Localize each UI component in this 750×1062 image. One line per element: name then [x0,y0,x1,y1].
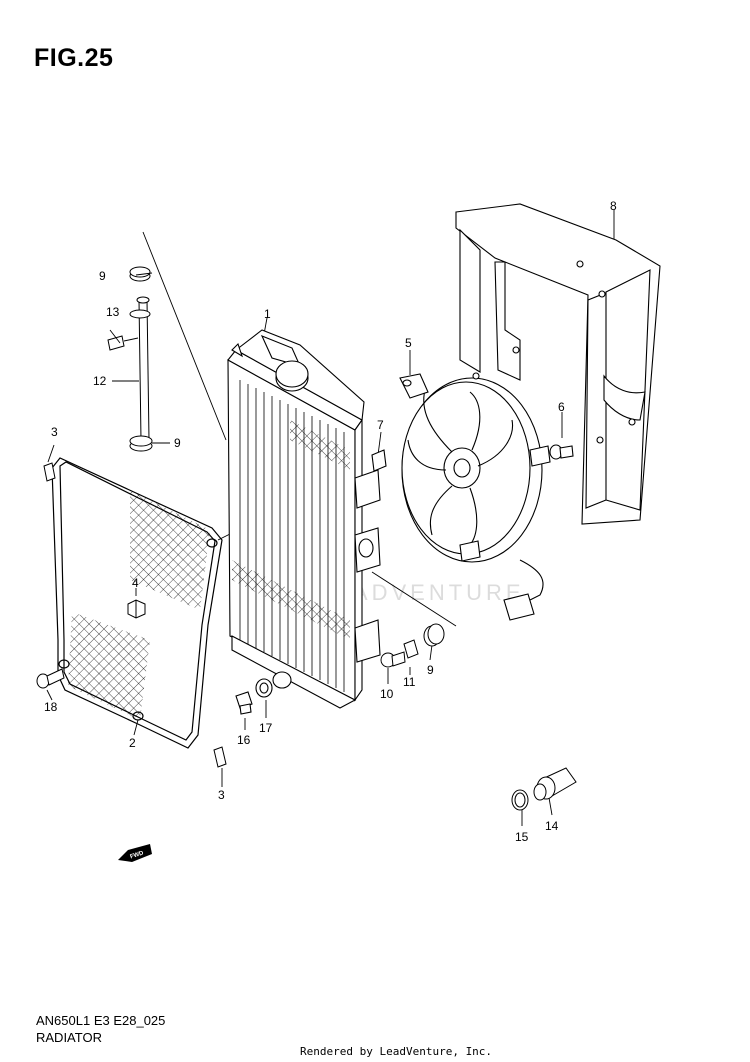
callout-9-top: 9 [99,269,106,283]
model-code: AN650L1 E3 E28_025 [36,1013,166,1028]
callout-9-middle: 9 [174,436,181,450]
callout-2: 2 [129,736,136,750]
callout-labels: 1 2 3 3 4 5 6 7 8 9 9 9 10 11 12 13 14 1… [44,199,617,844]
render-credit: Rendered by LeadVenture, Inc. [300,1045,493,1058]
fwd-arrow-icon: FWD [118,844,152,862]
callout-15: 15 [515,830,529,844]
radiator-core-part-1 [227,329,387,715]
figure-caption: RADIATOR [36,1030,102,1045]
cooling-fan-part-5 [399,373,574,621]
callout-13: 13 [106,305,120,319]
nut-part-4 [127,599,146,619]
callout-4: 4 [132,576,139,590]
callout-16: 16 [237,733,251,747]
figure-title: FIG.25 [34,44,114,72]
callout-8: 8 [610,199,617,213]
stay-rod-part-12 [107,266,153,452]
fasteners-right [380,623,445,668]
grommet-part-3 [43,462,227,768]
thermo-switch-part-14 [511,767,577,811]
bolt-part-18 [36,668,65,689]
callout-14: 14 [545,819,559,833]
callout-3-top: 3 [51,425,58,439]
callout-12: 12 [93,374,107,388]
callout-17: 17 [259,721,273,735]
callout-9-right: 9 [427,663,434,677]
fan-bracket-part-8 [455,203,661,525]
callout-3-bottom: 3 [218,788,225,802]
fwd-label: FWD [129,850,144,860]
radiator-screen [51,457,223,749]
callout-1: 1 [264,307,271,321]
callout-10: 10 [380,687,394,701]
callout-7: 7 [377,418,384,432]
callout-18: 18 [44,700,58,714]
callout-6: 6 [558,400,565,414]
callout-11: 11 [403,675,416,689]
callout-5: 5 [405,336,412,350]
